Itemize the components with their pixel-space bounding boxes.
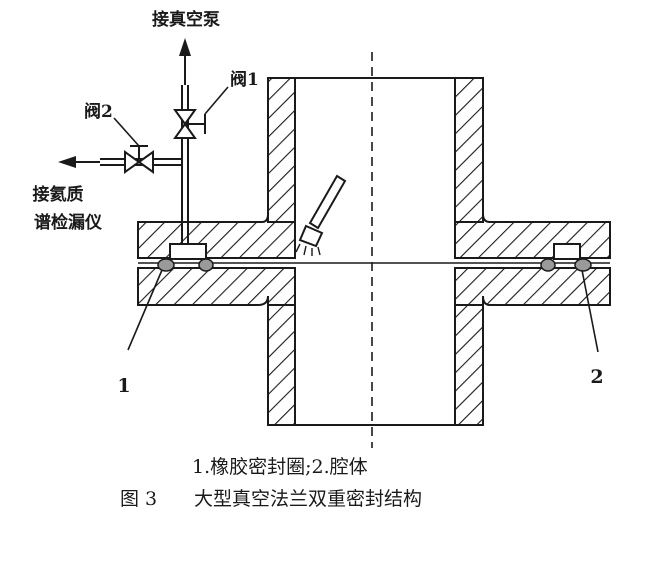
lower-pipe-left-wall [267,304,296,426]
figure-number: 图 3 [120,488,157,510]
upper-pipe-left-wall [267,77,296,223]
part1-label: 1 [117,375,130,397]
helium-label-line2: 谱检漏仪 [34,212,103,233]
oring-left-outer [157,258,175,272]
oring-left-inner [198,258,214,272]
part2-leader [581,269,599,353]
oring-right-outer [574,258,592,272]
figure-title: 大型真空法兰双重密封结构 [194,488,422,510]
lower-flange-right [454,267,611,306]
legend-caption: 1.橡胶密封圈;2.腔体 [192,456,368,478]
vacuum-pump-label: 接真空泵 [152,9,220,30]
upper-port-groove [169,243,207,260]
spray-gun-icon [295,174,347,256]
part2-label: 2 [590,366,603,388]
helium-arrow-head [58,156,76,168]
valve2-leader [113,117,140,147]
oring-right-inner [540,258,556,272]
upper-pipe-right-wall [454,77,484,223]
vacuum-arrow-head [179,38,191,56]
part1-leader [127,269,163,351]
valve2-label: 阀2 [84,101,113,122]
valve1-leader [204,86,229,115]
valve1-label: 阀1 [230,69,259,90]
lower-pipe-right-wall [454,304,484,426]
helium-label-line1: 接氦质 [33,184,84,205]
upper-groove-right [553,243,581,260]
lower-flange-left [137,267,296,306]
